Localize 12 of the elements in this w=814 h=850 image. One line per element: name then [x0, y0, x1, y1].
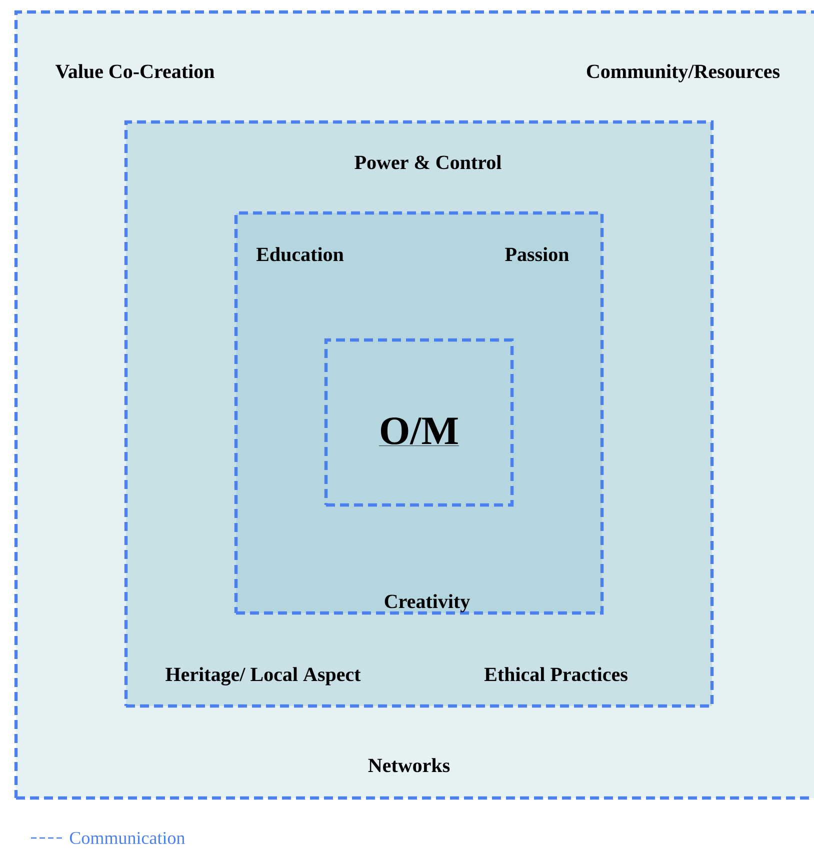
box-label: Community/Resources — [586, 64, 780, 82]
box-label: Power & Control — [354, 155, 502, 170]
box-label: Networks — [368, 758, 450, 772]
box-label: Passion — [505, 247, 569, 262]
box-label: Creativity — [384, 594, 470, 612]
box-label: O/M — [378, 418, 460, 446]
box-label: Heritage/ Local Aspect — [166, 667, 361, 686]
box-label: Value Co-Creation — [56, 64, 214, 78]
dashed-box — [324, 338, 514, 507]
box-label: Education — [256, 247, 344, 262]
box-label: Ethical Practices — [484, 667, 628, 682]
legend-text: Communication — [70, 832, 185, 844]
